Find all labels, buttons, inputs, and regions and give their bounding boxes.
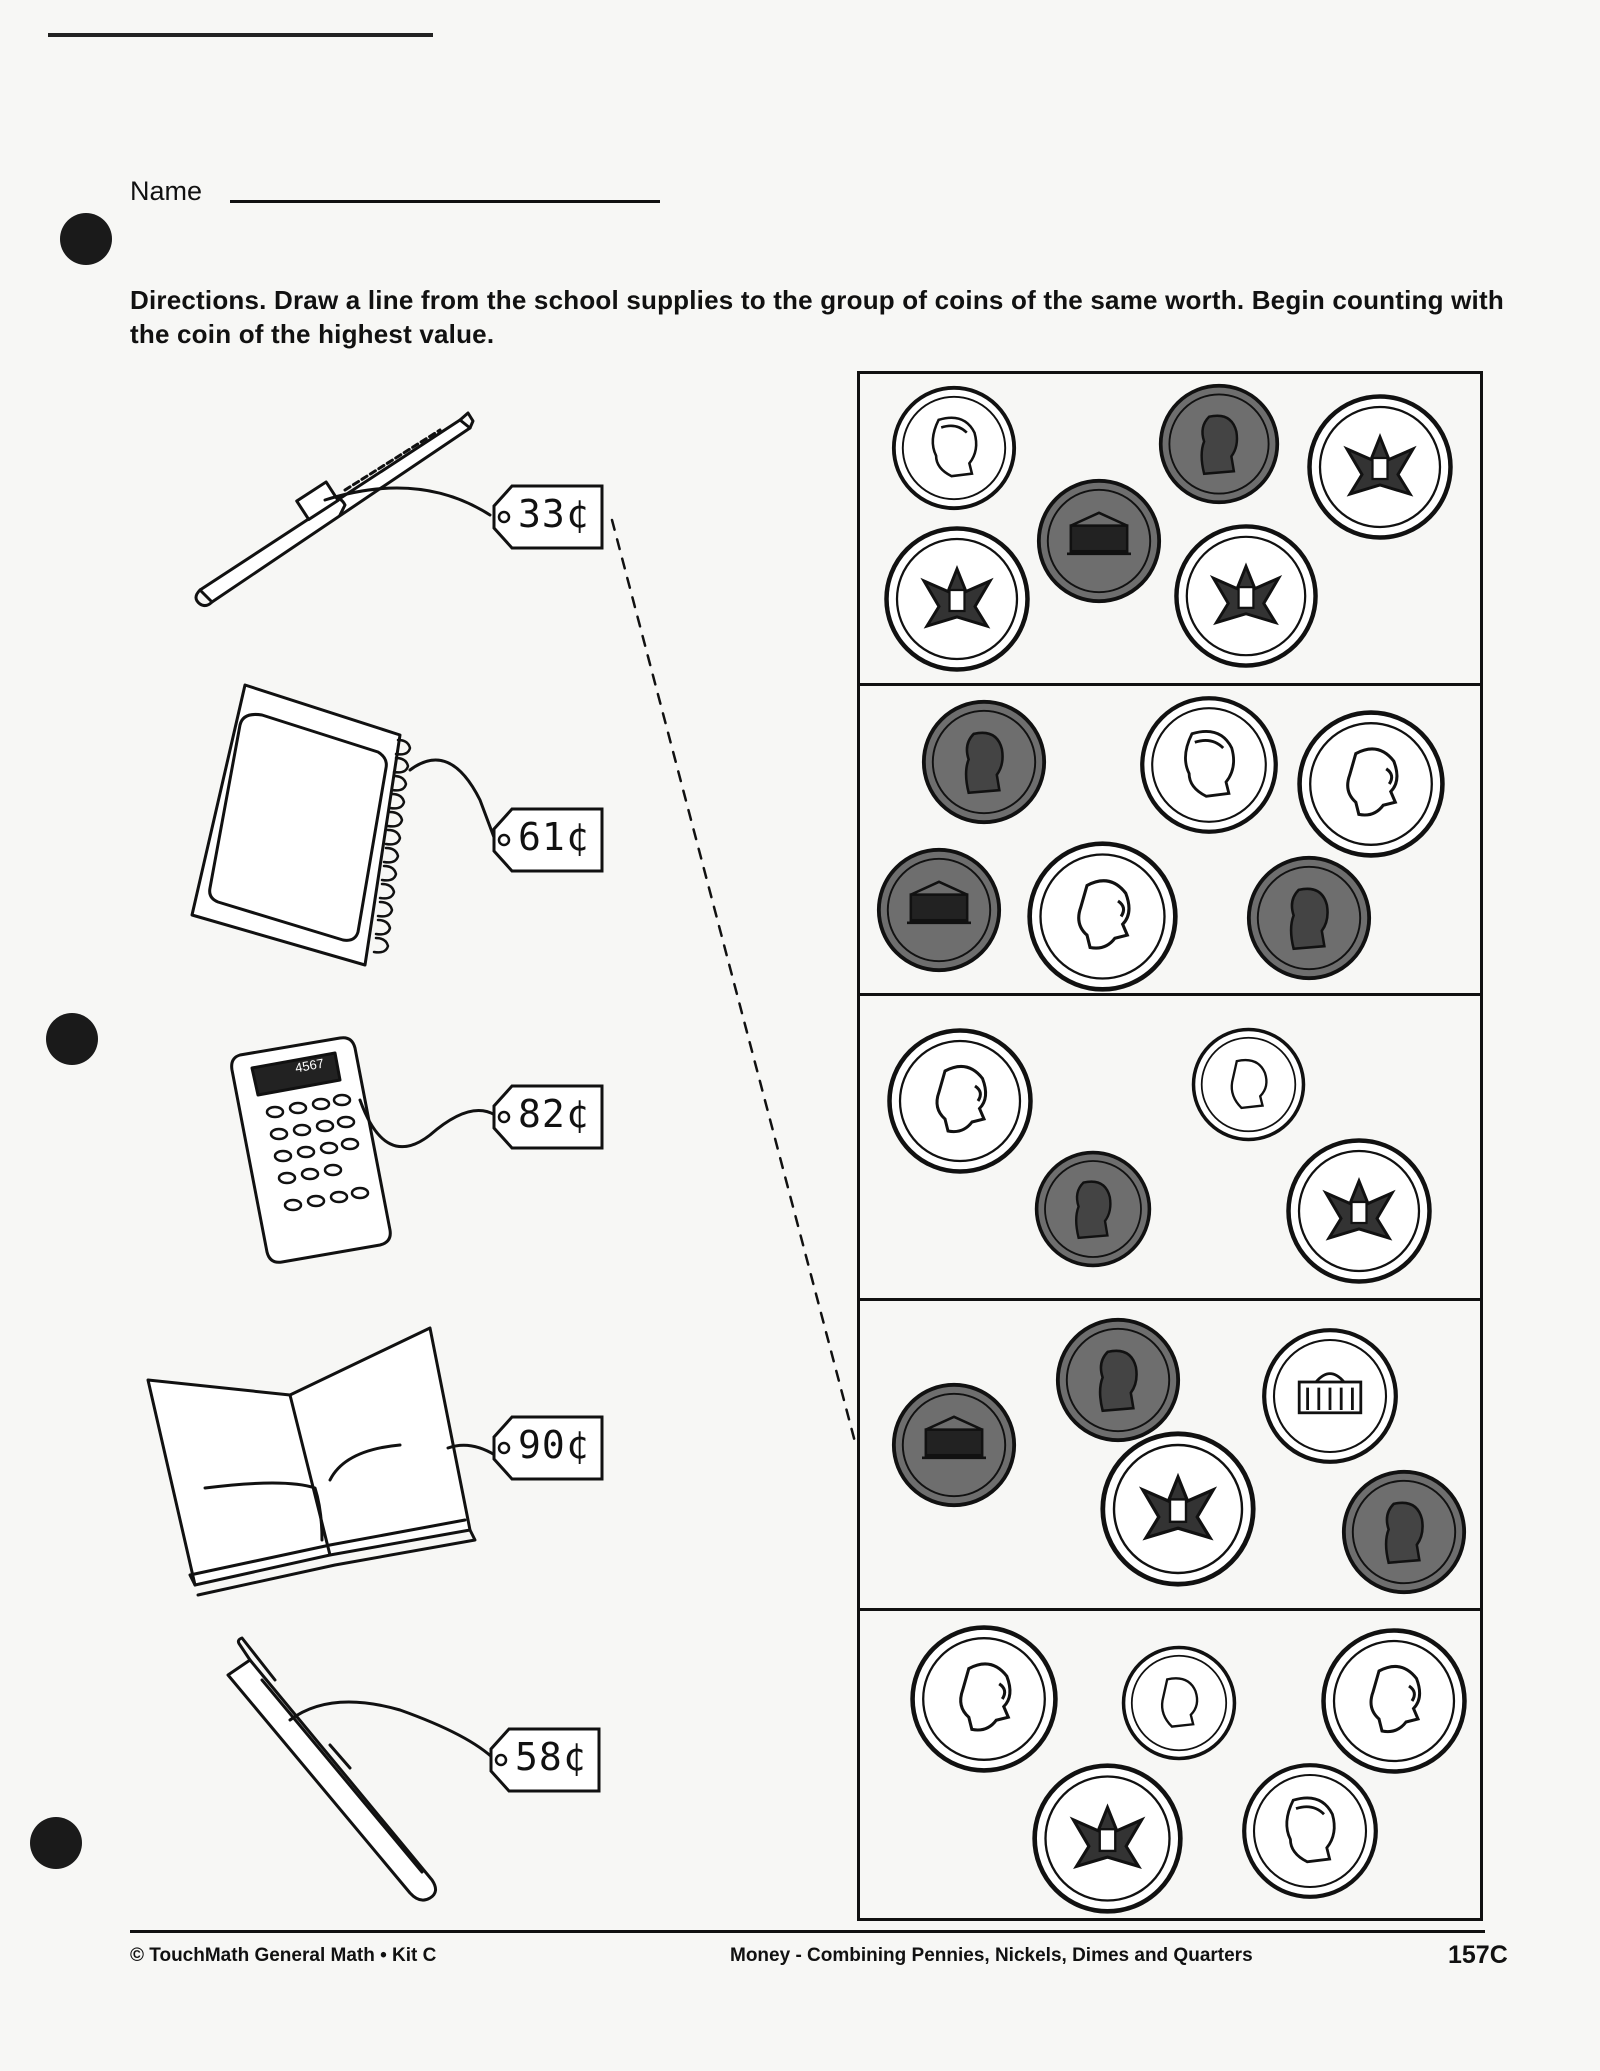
coin-group-2[interactable] [860,686,1480,996]
quarter-coin-icon [1284,1136,1434,1286]
dime-coin-icon [1120,1644,1238,1762]
footer-topic: Money - Combining Pennies, Nickels, Dime… [730,1945,1253,1966]
calculator-icon [230,1036,497,1264]
punch-hole-middle [46,1013,98,1065]
quarter-coin-icon [885,1026,1035,1176]
dime-coin-icon [1190,1026,1307,1143]
quarter-coin-icon [1305,392,1455,542]
penny-coin-icon [1245,854,1373,982]
quarter-coin-icon [1295,708,1447,860]
directions: Directions. Draw a line from the school … [130,283,1510,351]
price-pen: 58¢ [515,1735,587,1779]
price-tag-pen: 58¢ [489,1727,601,1793]
quarter-coin-icon [1030,1761,1185,1916]
price-folder: 90¢ [518,1423,590,1467]
page-number: 157C [1448,1941,1508,1969]
directions-text: Draw a line from the school supplies to … [130,285,1504,349]
penny-coin-icon [890,1381,1018,1509]
punch-hole-top [60,213,112,265]
top-rule [48,33,433,37]
penny-coin-icon [875,846,1003,974]
price-tag-notebook: 61¢ [492,807,604,873]
punch-hole-bottom [30,1817,82,1869]
footer-rule [130,1930,1485,1933]
price-calculator: 82¢ [518,1092,590,1136]
coin-panel [857,371,1483,1921]
price-tag-calculator: 82¢ [492,1084,604,1150]
penny-coin-icon [1340,1468,1468,1596]
price-tag-pencil: 33¢ [492,484,604,550]
quarter-coin-icon [1098,1429,1258,1589]
coin-group-5[interactable] [860,1611,1480,1918]
answer-line [610,518,857,1444]
coin-group-1[interactable] [860,374,1480,686]
name-label: Name [130,176,203,206]
penny-coin-icon [1054,1316,1182,1444]
nickel-coin-icon [1240,1761,1380,1901]
supplies-drawing [146,411,857,1902]
coin-group-3[interactable] [860,996,1480,1301]
penny-coin-icon [1035,477,1163,605]
name-blank[interactable] [230,200,660,203]
price-notebook: 61¢ [518,815,590,859]
penny-coin-icon [920,698,1048,826]
penny-coin-icon [1033,1149,1153,1269]
penny-coin-icon [1157,382,1281,506]
folder-icon [146,1326,497,1597]
quarter-coin-icon [1025,839,1180,994]
pencil-icon [194,411,492,608]
nickel-coin-icon [890,384,1018,512]
quarter-coin-icon [882,524,1032,674]
quarter-coin-icon [908,1623,1060,1775]
nickel-coin-icon [1260,1326,1400,1466]
pen-icon [226,1636,497,1902]
directions-heading: Directions. [130,285,267,315]
price-tag-folder: 90¢ [492,1415,604,1481]
footer-copyright: © TouchMath General Math • Kit C [130,1945,437,1966]
price-pencil: 33¢ [518,492,590,536]
quarter-coin-icon [1172,522,1320,670]
nickel-coin-icon [1138,694,1280,836]
notebook-icon [190,683,497,967]
quarter-coin-icon [1319,1626,1469,1776]
coin-group-4[interactable] [860,1301,1480,1611]
